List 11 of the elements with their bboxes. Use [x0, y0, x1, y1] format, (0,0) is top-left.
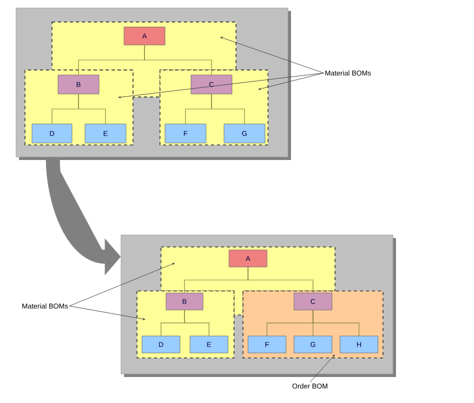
connector-line — [312, 310, 360, 336]
leader-line — [220, 36, 324, 74]
leader-line — [69, 306, 146, 320]
connector-line — [248, 266, 314, 294]
connector-line — [211, 94, 245, 124]
leader-line — [69, 262, 175, 306]
connector-line — [144, 44, 212, 76]
connector-line — [184, 310, 210, 336]
connector-line — [78, 94, 106, 124]
leader-line — [118, 72, 324, 98]
leader-line — [258, 72, 324, 90]
